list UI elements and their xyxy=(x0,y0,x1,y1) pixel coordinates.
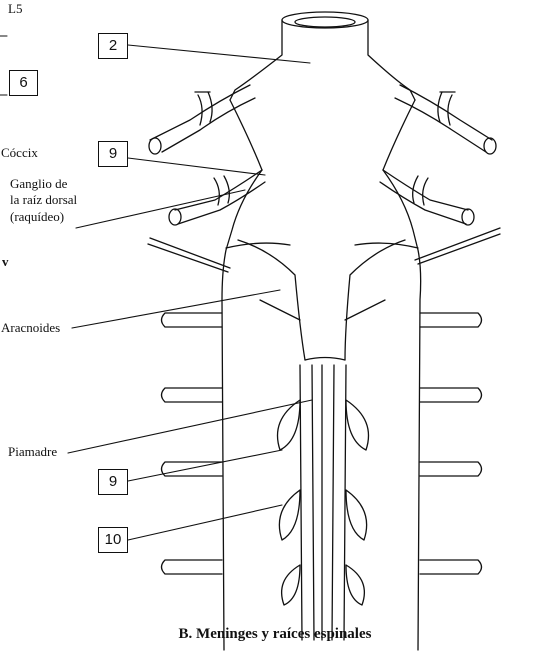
upper-left-nerve-root xyxy=(148,84,256,155)
spinal-cord-top xyxy=(229,11,416,171)
retractor-pins xyxy=(147,227,501,273)
number-box-6: 6 xyxy=(9,70,38,96)
number-box-10: 10 xyxy=(98,527,128,553)
label-ganglion-line-1: Ganglio de xyxy=(10,176,68,191)
label-ganglion-line-3: (raquídeo) xyxy=(10,209,65,224)
figure-caption: B. Meninges y raíces espinales xyxy=(178,626,372,642)
left-lumbar-roots xyxy=(160,312,223,575)
label-l5: L5 xyxy=(8,1,23,16)
number-box-9-upper: 9 xyxy=(98,141,128,167)
number-box-9-lower: 9 xyxy=(98,469,128,495)
dural-sac xyxy=(221,169,422,651)
label-coccyx: Cóccix xyxy=(1,145,38,160)
ganglion-right-root xyxy=(379,169,475,226)
label-ganglion-line-2: la raíz dorsal xyxy=(10,192,78,207)
pia-cord xyxy=(276,364,370,641)
right-lumbar-roots xyxy=(419,312,483,575)
leader-lines xyxy=(0,35,313,541)
ganglion-left-root xyxy=(168,169,266,226)
label-marker-v: v xyxy=(2,254,9,269)
number-box-2: 2 xyxy=(98,33,128,59)
label-arachnoid: Aracnoides xyxy=(1,320,61,335)
label-pia: Piamadre xyxy=(8,444,58,459)
upper-right-nerve-root xyxy=(394,84,497,155)
